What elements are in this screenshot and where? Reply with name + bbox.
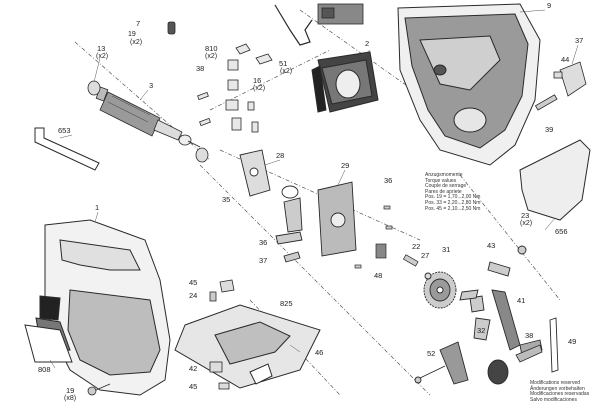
part-label-3: 3 [149, 81, 154, 90]
part-label-808: 808 [38, 365, 51, 374]
modification-note-line: Modificaciones reservadas [530, 391, 590, 398]
part-qty-19-bottom: (x8) [64, 395, 77, 402]
part-label-23: 23 [521, 211, 530, 220]
part-label-40: 41 [517, 296, 526, 305]
part-label-653: 653 [58, 126, 71, 135]
part-label-37: 37 [575, 36, 584, 45]
part-label-9: 9 [547, 1, 552, 10]
part-label-31: 31 [442, 245, 451, 254]
part-label-33: 35 [222, 195, 231, 204]
part-label-13: 13 [97, 44, 106, 53]
part-label-22: 22 [412, 242, 421, 251]
plunger-guide-part [239, 149, 357, 263]
modification-note-line: Modifications reserved [530, 380, 581, 386]
part-label-45: 45 [189, 382, 198, 391]
part-label-42: 43 [487, 241, 496, 250]
part-label-43: 44 [561, 55, 570, 64]
roller-lever-part [515, 344, 543, 363]
part-label-27: 27 [421, 251, 430, 260]
part-label-7: 7 [136, 19, 141, 28]
torque-note-line: Pos. 33 = 2,20...2,80 Nm [425, 199, 481, 206]
pin-38-part [534, 94, 558, 111]
screw-19-part [87, 383, 111, 396]
lever-part [414, 341, 469, 385]
torque-note-line: Pos. 45 = 2,10...2,50 Nm [425, 205, 481, 212]
small-pins-part [354, 205, 419, 269]
part-label-32: 32 [477, 326, 486, 335]
base-clamp-parts [209, 279, 235, 390]
part-label-41: 42 [189, 364, 198, 373]
part-qty-13: (x2) [96, 53, 109, 60]
part-qty-810: (x2) [205, 53, 218, 60]
part-qty-16: (x2) [253, 85, 266, 92]
part-label-49: 49 [568, 337, 577, 346]
part-label-656: 656 [555, 227, 568, 236]
part-label-19-top: 19 [128, 31, 136, 38]
stator-field-part [311, 51, 379, 113]
hex-key-part [34, 127, 100, 171]
part-label-39: 38 [196, 64, 205, 73]
part-label-36-middle: 37 [259, 256, 268, 265]
part-label-19-bottom: 19 [66, 386, 75, 395]
torque-note-line: Pares de apriete [425, 188, 462, 195]
bearing-13-part [87, 80, 101, 96]
modification-note-line: Änderungen vorbehalten [530, 385, 585, 392]
torque-note-line: Anzugsmomente [425, 172, 463, 178]
part-label-1: 1 [95, 203, 100, 212]
bearing-lower-part [195, 147, 209, 163]
part-label-24: 24 [189, 291, 198, 300]
torque-values-note: Anzugsmomente Torque values Couple de se… [425, 172, 481, 212]
armature-part [95, 86, 201, 148]
plunger-rod-part [459, 245, 559, 385]
part-label-810: 810 [205, 44, 218, 53]
part-qty-19-top: (x2) [130, 39, 143, 46]
part-label-48: 48 [374, 271, 383, 280]
part-label-2: 2 [365, 39, 370, 48]
leader-lines [49, 9, 579, 369]
small-brush-parts [167, 21, 273, 133]
modification-note-line: Salvo modificaciones [530, 396, 577, 403]
part-label-29: 29 [341, 161, 350, 170]
handle-housing-part [35, 219, 171, 396]
part-label-52: 52 [427, 349, 436, 358]
base-plate-part [174, 304, 321, 389]
chip-guard-part [519, 139, 591, 221]
wire-harness-part [274, 4, 313, 46]
part-label-35: 36 [259, 238, 268, 247]
housing-half-part [397, 3, 541, 166]
part-label-16: 16 [253, 76, 262, 85]
part-label-51: 51 [279, 59, 288, 68]
part-label-36-right: 38 [525, 331, 534, 340]
gear-part [423, 271, 457, 309]
part-label-28: 28 [276, 151, 285, 160]
part-qty-23: (x2) [520, 220, 533, 227]
torque-note-line: Pos. 19 = 1,70...2,00 Nm [425, 194, 481, 201]
part-qty-51: (x2) [280, 68, 293, 75]
part-label-44: 45 [189, 278, 198, 287]
part-label-38: 39 [545, 125, 554, 134]
part-label-34: 36 [384, 176, 393, 185]
part-label-825: 825 [280, 299, 293, 308]
battery-latch-part [24, 324, 73, 363]
switch-top-part [317, 3, 364, 25]
part-label-46: 46 [315, 348, 324, 357]
torque-note-line: Torque values [425, 177, 457, 184]
modifications-note: Modifications reserved Änderungen vorbeh… [530, 380, 590, 403]
torque-note-line: Couple de serrage [425, 183, 467, 190]
cord-clamp-part [553, 61, 587, 97]
